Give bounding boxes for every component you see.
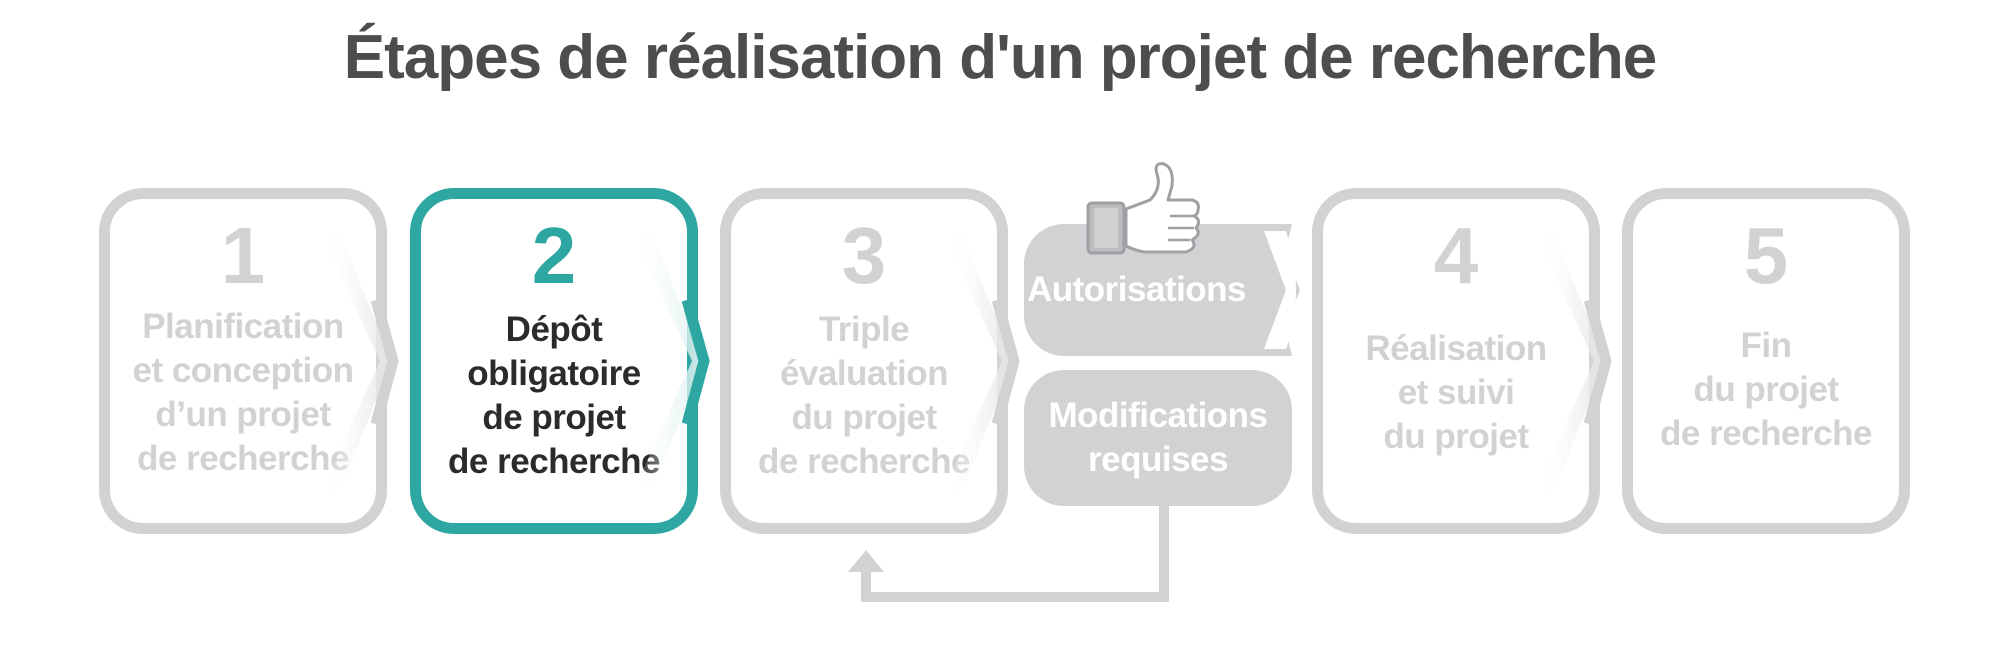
step-number: 4 [1433,211,1479,300]
step-label: Planification et conception d’un projet … [118,305,368,481]
step-line: de recherche [448,442,660,481]
step-line: de recherche [137,439,349,478]
loop-connector [861,506,1169,602]
chevron-shade [944,235,1014,490]
step-line: obligatoire [467,354,641,393]
step-number: 3 [841,211,887,300]
step-line: et conception [132,351,354,390]
step-line: d’un projet [155,395,331,434]
step-line: et suivi [1397,373,1515,412]
step-line: Planification [142,307,344,346]
step-label: Dépôt obligatoire de projet de recherche [429,308,679,484]
thumbs-up-icon [1086,162,1201,255]
step-line: Réalisation [1365,329,1547,368]
step-label: Triple évaluation du projet de recherche [739,308,989,484]
chevron-right-icon [991,298,1020,426]
step-number: 2 [531,211,577,300]
chevron-shade [1536,235,1606,490]
modifications-pill: Modifications requises [1024,370,1292,506]
step-number: 5 [1743,211,1789,300]
arrow-up-icon [848,550,884,572]
chevron-right-icon [370,298,399,426]
step-line: Triple [818,310,910,349]
step-line: du projet [791,398,937,437]
step-line: de recherche [758,442,970,481]
chevron-shade [634,235,704,490]
chevron-shade [322,235,392,490]
step-line: Dépôt [505,310,603,349]
authorizations-label: Autorisations [1026,270,1247,309]
step-line: de recherche [1660,414,1872,453]
step-label: Fin du projet de recherche [1641,324,1891,456]
step-line: de projet [482,398,626,437]
chevron-right-icon [681,298,710,426]
step-line: du projet [1693,370,1839,409]
step-number: 1 [220,211,266,300]
diagram-title: Étapes de réalisation d'un projet de rec… [343,23,1658,92]
step-line: évaluation [779,354,949,393]
chevron-right-icon [1264,231,1296,349]
modifications-label: Modifications requises [1048,396,1268,479]
step-card-5: 5 Fin du projet de recherche [1622,188,1910,534]
step-label: Réalisation et suivi du projet [1331,327,1581,459]
chevron-right-icon [1583,298,1612,426]
step-line: Fin [1740,326,1792,365]
step-line: du projet [1383,417,1529,456]
